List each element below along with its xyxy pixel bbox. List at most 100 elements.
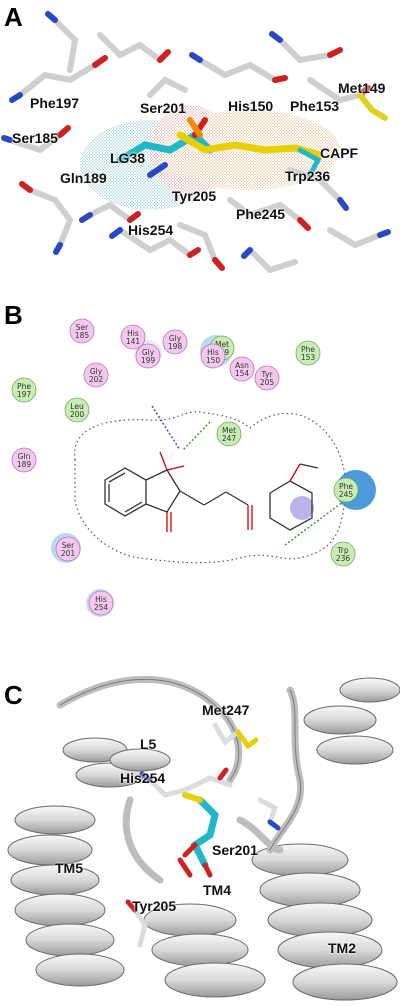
pi-stack-phe245 (284, 501, 344, 546)
residue-number: 141 (126, 337, 141, 346)
residue-number: 202 (89, 375, 104, 384)
residues-group: Ser185His141Gly198Met149Phe153Gly202Asn1… (11, 318, 359, 616)
residue-name: Gly (142, 348, 155, 357)
ligand-exposure-blob (290, 496, 314, 520)
residue-name: Asn (235, 361, 249, 370)
residue-disc (216, 421, 242, 447)
residue-name: His (95, 595, 107, 604)
residue-his254: His254 (88, 590, 114, 616)
label-gln189: Gln189 (60, 170, 107, 186)
helix-tm5 (7, 805, 125, 987)
residue-ser201: Ser201 (55, 536, 81, 562)
residue-number: 189 (17, 460, 32, 469)
panel-a-molecular-render (1, 11, 391, 274)
residue-name: Gln (18, 452, 31, 461)
residue-disc (333, 477, 359, 503)
panel-a-binding-site-3d: A Phe197 Ser201 His150 Phe153 Met149 Ser… (0, 0, 400, 300)
residue-disc (64, 397, 90, 423)
label-phe153: Phe153 (290, 98, 340, 114)
panel-b-letter: B (4, 300, 23, 330)
residue-number: 236 (336, 554, 351, 563)
residue-phe197: Phe197 (11, 377, 37, 403)
residue-phe245: Phe245 (333, 477, 359, 503)
side-chains (125, 722, 281, 948)
ligand-capf (176, 117, 324, 178)
residue-name: Phe (17, 382, 31, 391)
residue-phe153: Phe153 (295, 340, 321, 366)
residue-name: Ser (76, 323, 89, 332)
residue-disc (330, 541, 356, 567)
panel-b-interaction-diagram: Ser185His141Gly198Met149Phe153Gly202Asn1… (0, 300, 400, 650)
pocket-outline (74, 411, 347, 564)
residue-name: Leu (70, 402, 84, 411)
residue-name: Met (222, 426, 236, 435)
label-ser201: Ser201 (140, 100, 186, 116)
hbond-gly199 (151, 405, 181, 451)
residue-name: His (207, 348, 219, 357)
residue-number: 153 (301, 353, 316, 362)
residue-disc (254, 365, 280, 391)
residue-name: Tyr (261, 370, 274, 379)
residue-disc (162, 329, 188, 355)
residue-disc (55, 536, 81, 562)
label-tm5: TM5 (55, 860, 83, 876)
residue-name: His (127, 329, 139, 338)
ligand-structure (104, 451, 319, 532)
residue-number: 201 (61, 549, 76, 558)
residue-number: 150 (206, 356, 221, 365)
label-trp236: Trp236 (285, 168, 331, 184)
residue-name: Gly (169, 334, 182, 343)
helix-tm2 (251, 843, 398, 1001)
residue-his150: His150 (200, 343, 226, 369)
residue-trp236: Trp236 (330, 541, 356, 567)
residue-tyr205: Tyr205 (254, 365, 280, 391)
residue-number: 200 (70, 410, 85, 419)
residue-sticks (1, 11, 391, 274)
residue-number: 154 (235, 369, 250, 378)
residue-disc (11, 377, 37, 403)
residue-disc (11, 447, 37, 473)
residue-ser185: Ser185 (69, 318, 95, 344)
label-his150: His150 (228, 98, 274, 114)
residue-name: Phe (301, 345, 315, 354)
label-capf: CAPF (320, 145, 359, 161)
residue-disc (229, 356, 255, 382)
residue-disc (295, 340, 321, 366)
helix-tm4 (143, 903, 266, 998)
panel-c-protein-cartoon: C Met247 L5 His254 Ser201 TM5 TM4 Tyr205… (0, 650, 400, 1006)
panel-a-letter: A (4, 2, 23, 32)
residue-disc (135, 343, 161, 369)
residue-disc (83, 362, 109, 388)
helix-upper-right (303, 677, 400, 765)
label-tyr205: Tyr205 (172, 188, 217, 204)
residue-number: 197 (17, 390, 32, 399)
residue-name: Met (215, 340, 229, 349)
residue-number: 245 (339, 490, 354, 499)
panel-b-2d-diagram: Ser185His141Gly198Met149Phe153Gly202Asn1… (11, 318, 376, 617)
residue-number: 247 (222, 434, 237, 443)
residue-number: 205 (260, 378, 275, 387)
label-his254: His254 (120, 770, 166, 786)
residue-name: Ser (62, 541, 75, 550)
hbond-his150 (182, 421, 211, 451)
panel-c-ribbon-render (7, 675, 400, 1001)
residue-number: 198 (168, 342, 183, 351)
helix-upper-left (62, 737, 171, 788)
label-l5: L5 (140, 736, 157, 752)
label-tyr205: Tyr205 (132, 898, 177, 914)
residue-name: Phe (339, 482, 353, 491)
label-met247: Met247 (202, 702, 250, 718)
label-his254: His254 (128, 222, 174, 238)
label-ser201: Ser201 (212, 842, 258, 858)
residue-number: 185 (75, 331, 90, 340)
residue-disc (120, 324, 146, 350)
label-lg38: LG38 (110, 150, 146, 166)
residue-gln189: Gln189 (11, 447, 37, 473)
residue-disc (69, 318, 95, 344)
residue-disc (88, 590, 114, 616)
residue-name: Gly (90, 367, 103, 376)
